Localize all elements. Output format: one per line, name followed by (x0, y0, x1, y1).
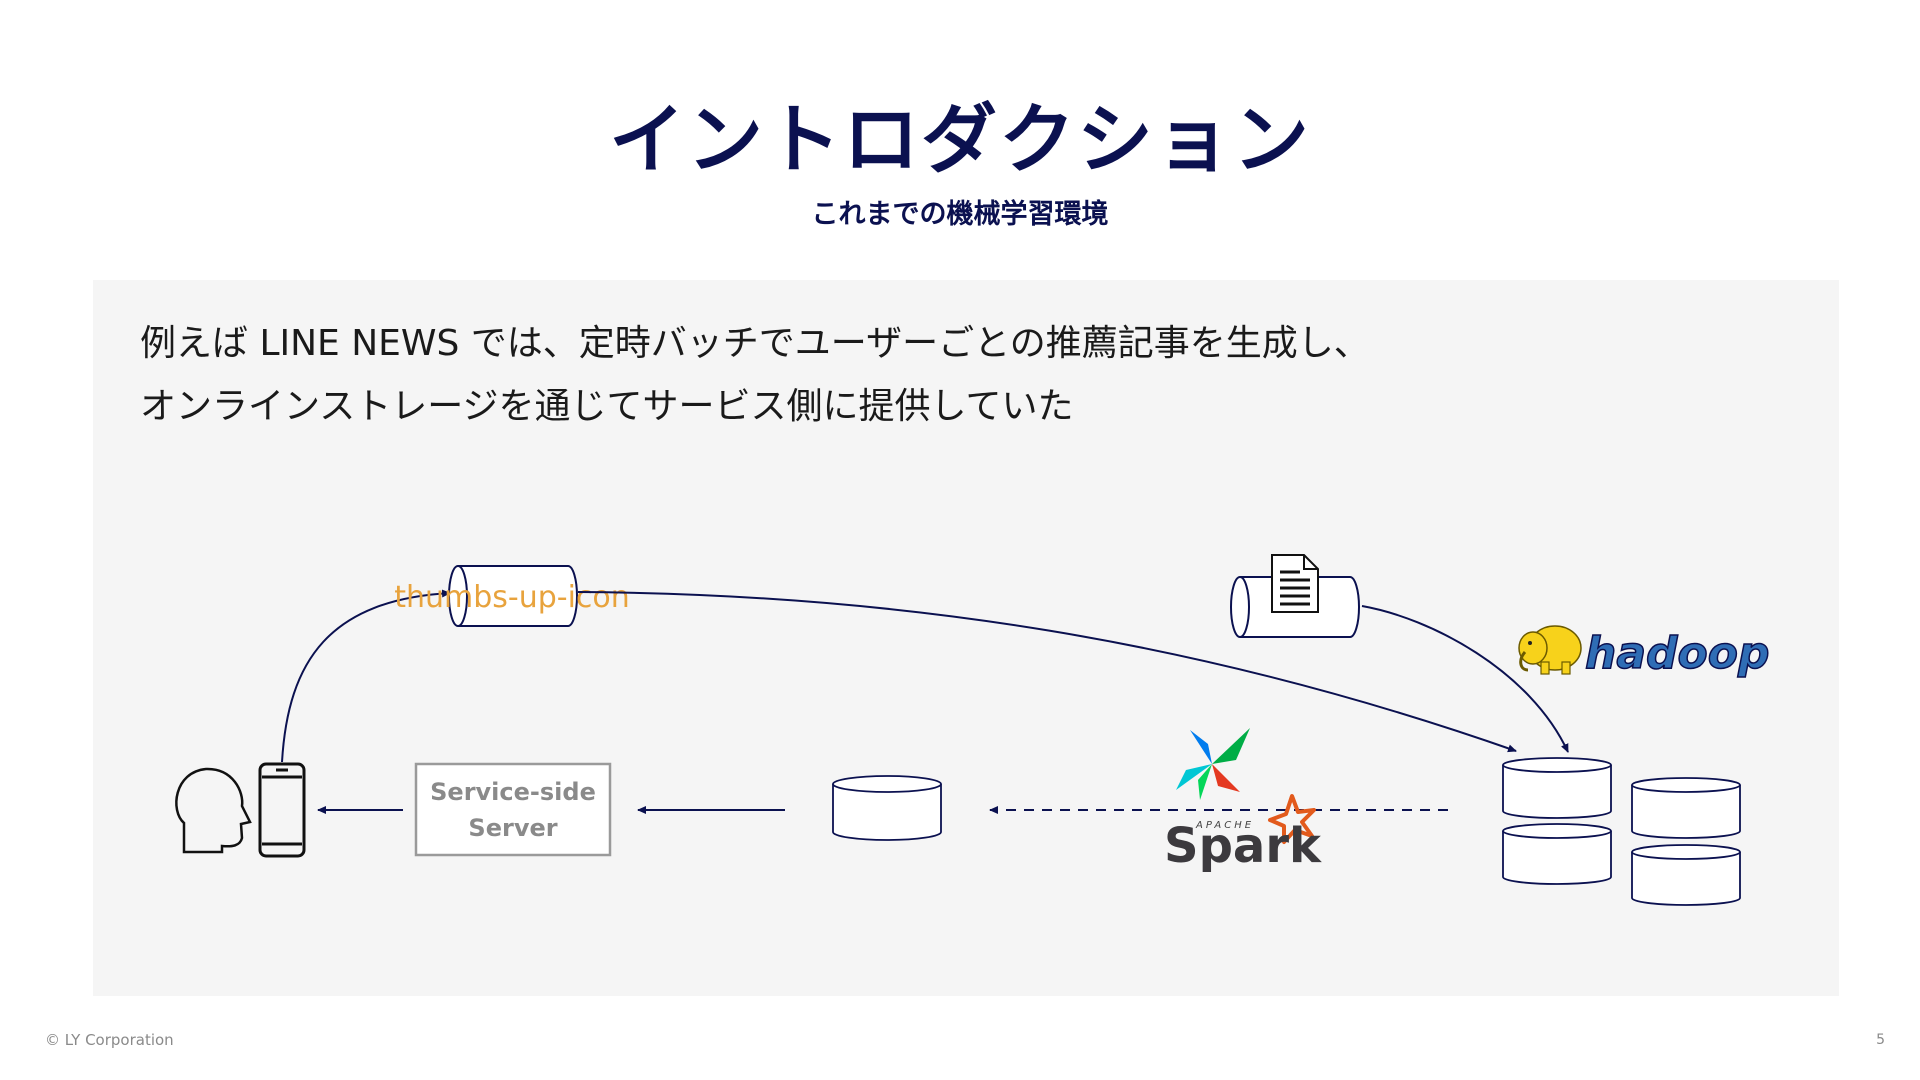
smartphone-icon (258, 762, 306, 858)
description-line-2: オンラインストレージを通じてサービス側に提供していた (140, 386, 1074, 427)
storage-cylinder (1502, 757, 1612, 819)
arrow-phone-to-like-log (281, 589, 451, 763)
arrow-article-log-to-storage (1361, 605, 1569, 753)
spark-logo-text: Spark (1164, 818, 1322, 874)
page-number: 5 (1876, 1032, 1885, 1048)
storage-cylinder (1631, 777, 1741, 839)
description: 例えば LINE NEWS では、定時バッチでユーザーごとの推薦記事を生成し、 … (140, 312, 1740, 438)
arrow-like-log-to-storage (577, 591, 1517, 753)
thumbs-up-icon: thumbs-up-icon (394, 580, 630, 615)
spark-logo: APACHE Spark (1164, 794, 1322, 874)
hadoop-logo: hadoop (1518, 625, 1770, 680)
service-side-server-box: Service-side Server (414, 762, 612, 857)
online-storage-cylinder (832, 775, 942, 841)
user-head-icon (175, 767, 252, 854)
hadoop-storage-cluster (1502, 757, 1741, 906)
spark-logo-caption: APACHE (1195, 820, 1254, 831)
description-line-1: 例えば LINE NEWS では、定時バッチでユーザーごとの推薦記事を生成し、 (140, 323, 1370, 364)
like-log-cylinder (448, 565, 578, 627)
copyright: © LY Corporation (45, 1031, 174, 1049)
server-label-line-1: Service-side (430, 778, 596, 806)
server-label-line-2: Server (468, 814, 557, 842)
storage-cylinder (1631, 844, 1741, 906)
hadoop-logo-text: hadoop (1585, 628, 1769, 679)
document-icon (1271, 554, 1319, 613)
storage-cylinder (1502, 823, 1612, 885)
airflow-pinwheel-icon (1176, 728, 1250, 800)
slide-subtitle: これまでの機械学習環境 (811, 199, 1109, 230)
slide-title: イントロダクション (609, 95, 1311, 184)
